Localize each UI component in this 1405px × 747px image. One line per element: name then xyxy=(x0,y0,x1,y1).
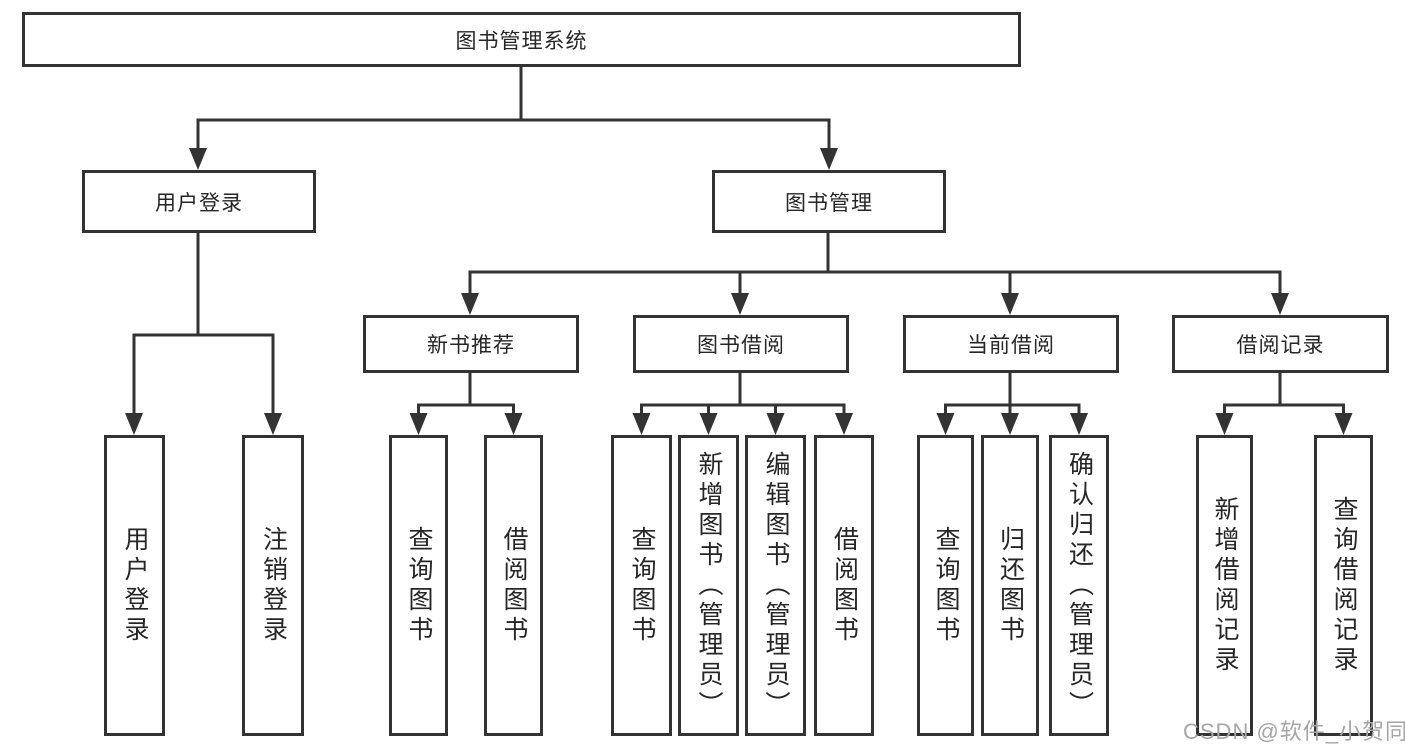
leaf-query-book-borrow: 查询图书 xyxy=(611,435,672,736)
leaf-query-book-current: 查询图书 xyxy=(917,435,974,736)
leaf-edit-book-admin: 编辑图书（管理员） xyxy=(745,435,806,736)
node-borrow-records: 借阅记录 xyxy=(1172,315,1389,373)
watermark: CSDN @软件_小贺同学 xyxy=(1183,719,1405,744)
node-root: 图书管理系统 xyxy=(22,12,1021,67)
node-book-borrow: 图书借阅 xyxy=(633,315,849,373)
leaf-borrow-book-recommend: 借阅图书 xyxy=(484,435,543,736)
leaf-confirm-return-admin: 确认归还（管理员） xyxy=(1049,435,1109,736)
node-user-login-group: 用户登录 xyxy=(82,170,316,233)
leaf-add-borrow-record: 新增借阅记录 xyxy=(1196,435,1253,736)
leaf-user-login: 用户登录 xyxy=(104,435,165,736)
leaf-add-book-admin: 新增图书（管理员） xyxy=(678,435,739,736)
leaf-query-book-recommend: 查询图书 xyxy=(389,435,448,736)
leaf-query-borrow-record: 查询借阅记录 xyxy=(1314,435,1373,736)
leaf-logout: 注销登录 xyxy=(242,435,304,736)
node-current-borrow: 当前借阅 xyxy=(903,315,1119,373)
leaf-borrow-book: 借阅图书 xyxy=(814,435,874,736)
arrowheads xyxy=(125,148,1353,435)
node-book-management-group: 图书管理 xyxy=(712,170,946,233)
node-new-book-recommend: 新书推荐 xyxy=(363,315,579,373)
leaf-return-book: 归还图书 xyxy=(981,435,1039,736)
